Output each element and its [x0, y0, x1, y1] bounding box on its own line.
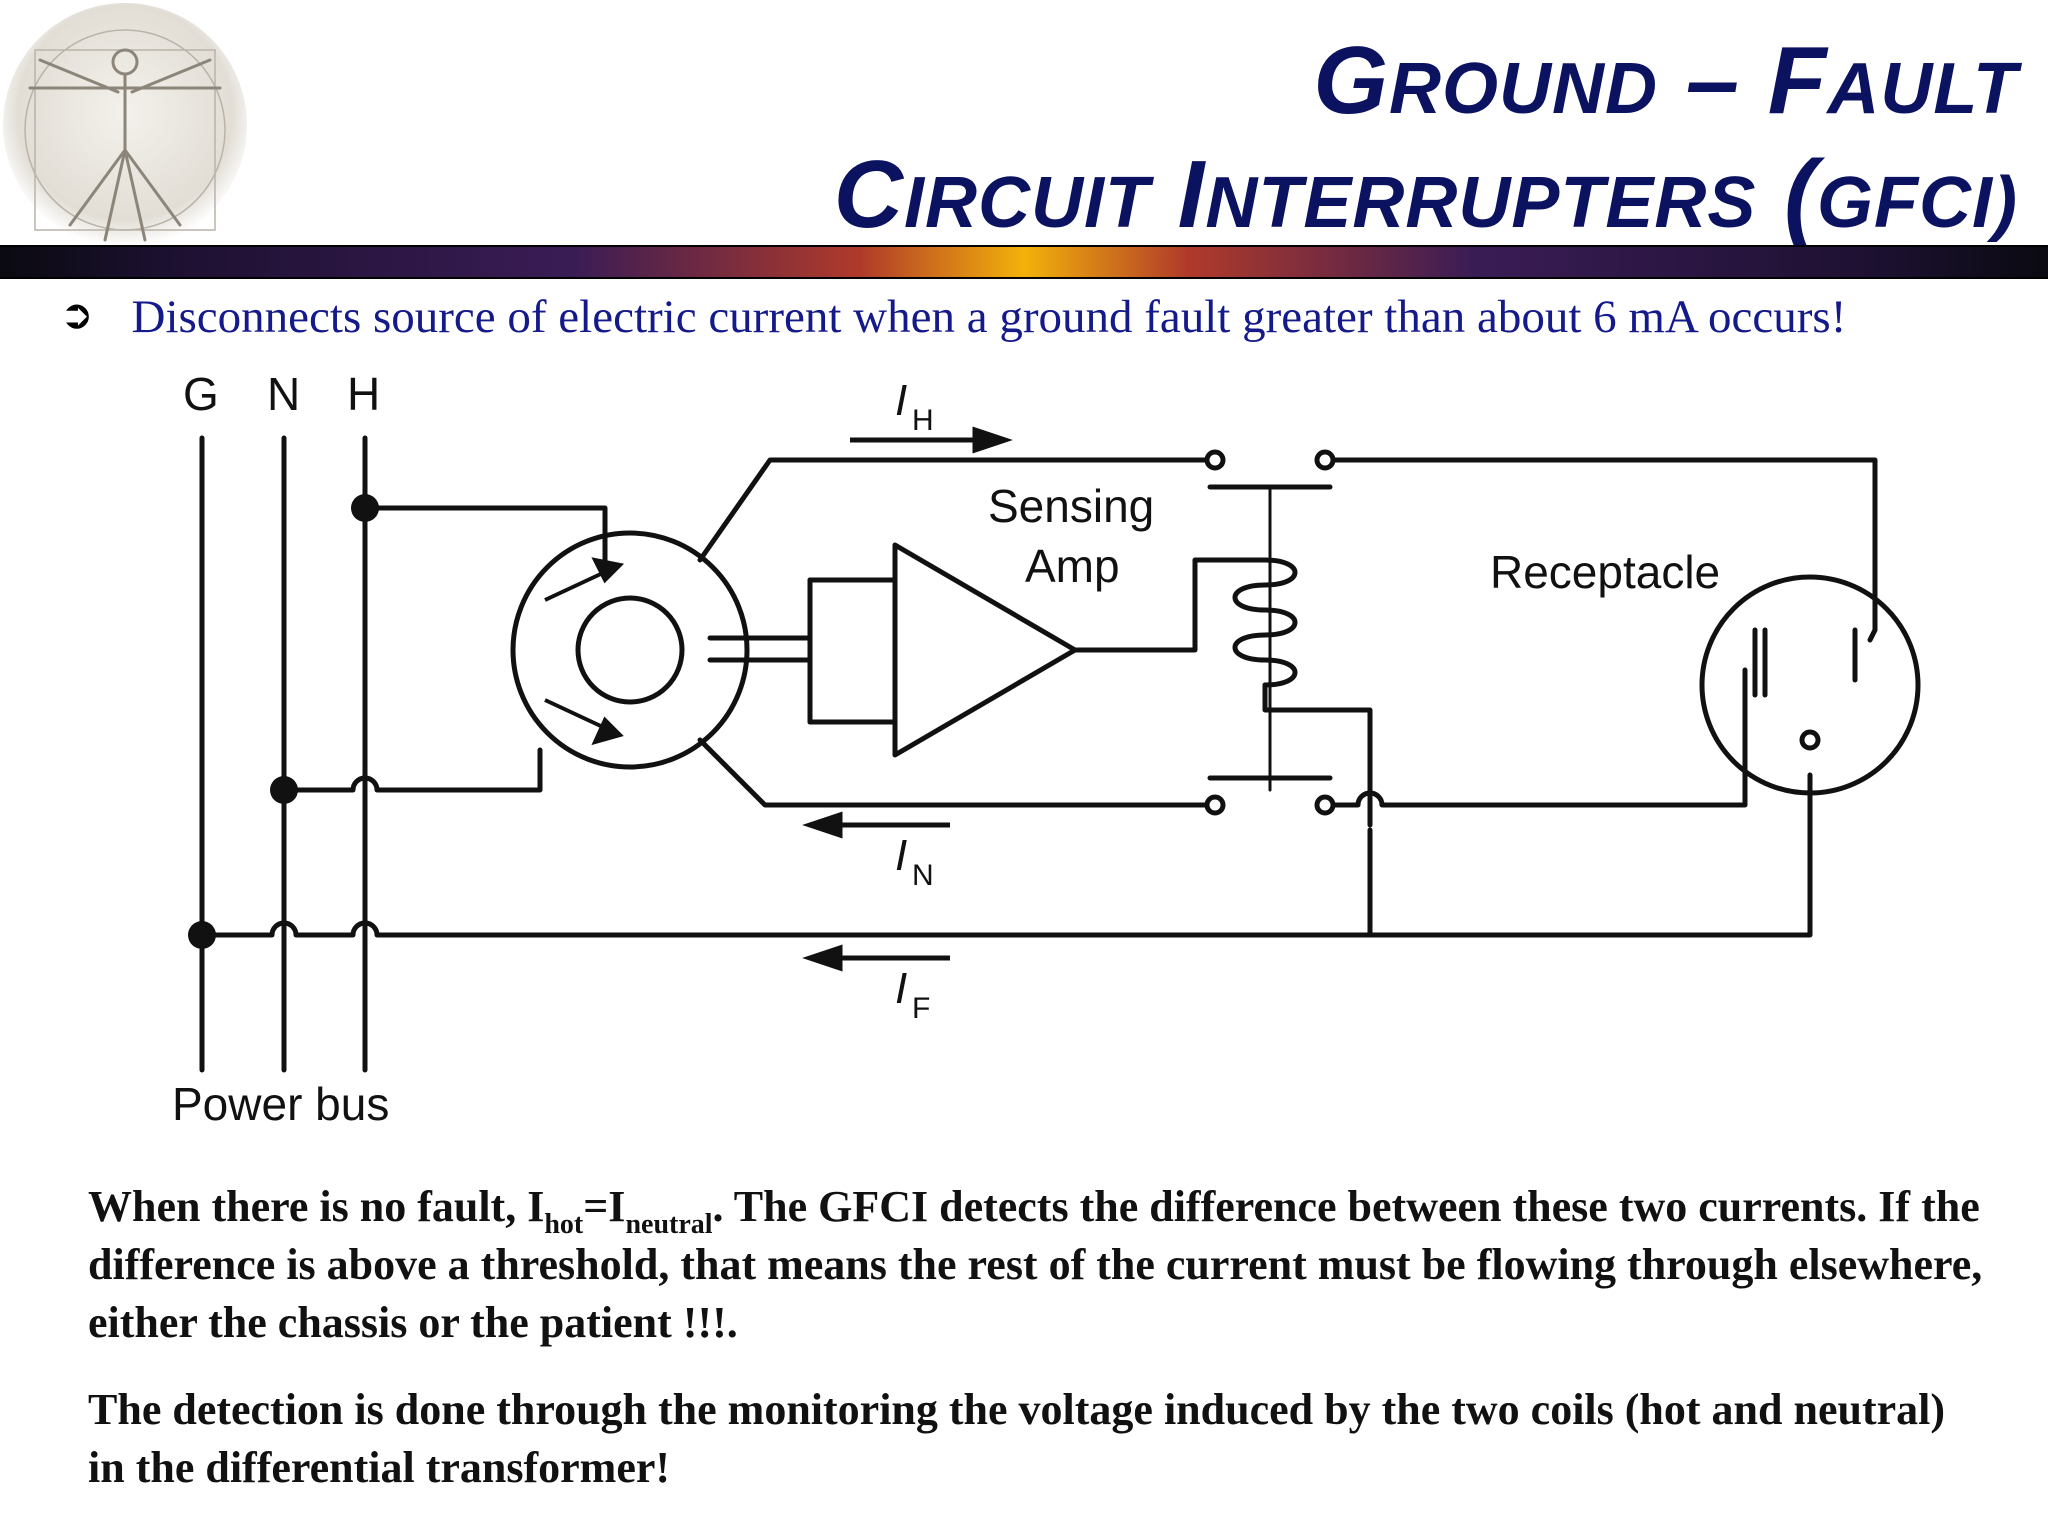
label-n: N	[267, 368, 300, 420]
label-receptacle: Receptacle	[1490, 546, 1720, 598]
slide-title: GROUND – FAULT CIRCUIT INTERRUPTERS (GFC…	[318, 28, 2018, 256]
vitruvian-man-logo	[3, 3, 247, 247]
label-in: I	[895, 831, 907, 880]
title-line-2: CIRCUIT INTERRUPTERS (GFCI)	[833, 141, 2018, 248]
label-ih: I	[895, 376, 907, 425]
explanation-paragraph-1: When there is no fault, Ihot=Ineutral. T…	[88, 1182, 1983, 1347]
label-in-sub: N	[912, 859, 934, 892]
label-power-bus: Power bus	[172, 1078, 389, 1130]
label-if: I	[895, 964, 907, 1013]
title-divider-bar	[0, 245, 2048, 279]
bullet-point: ➲ Disconnects source of electric current …	[60, 290, 2020, 344]
label-h: H	[347, 368, 380, 420]
explanation-paragraph-2: The detection is done through the monito…	[88, 1385, 1946, 1492]
label-ih-sub: H	[912, 404, 934, 437]
differential-transformer	[510, 530, 750, 770]
label-if-sub: F	[912, 992, 930, 1025]
label-sensing: Sensing	[988, 480, 1154, 532]
label-g: G	[183, 368, 219, 420]
title-line-1: GROUND – FAULT	[1313, 27, 2018, 134]
relay-coil	[1232, 557, 1298, 688]
gfci-circuit-diagram: G N H I H I N I F Sensing Amp Receptacle…	[172, 368, 1921, 1130]
label-amp: Amp	[1025, 540, 1120, 592]
bullet-text: Disconnects source of electric current w…	[131, 291, 1847, 343]
arrow-bullet-icon: ➲	[60, 292, 94, 338]
sensing-amplifier	[892, 542, 1078, 758]
receptacle-outlet	[1699, 574, 1921, 796]
